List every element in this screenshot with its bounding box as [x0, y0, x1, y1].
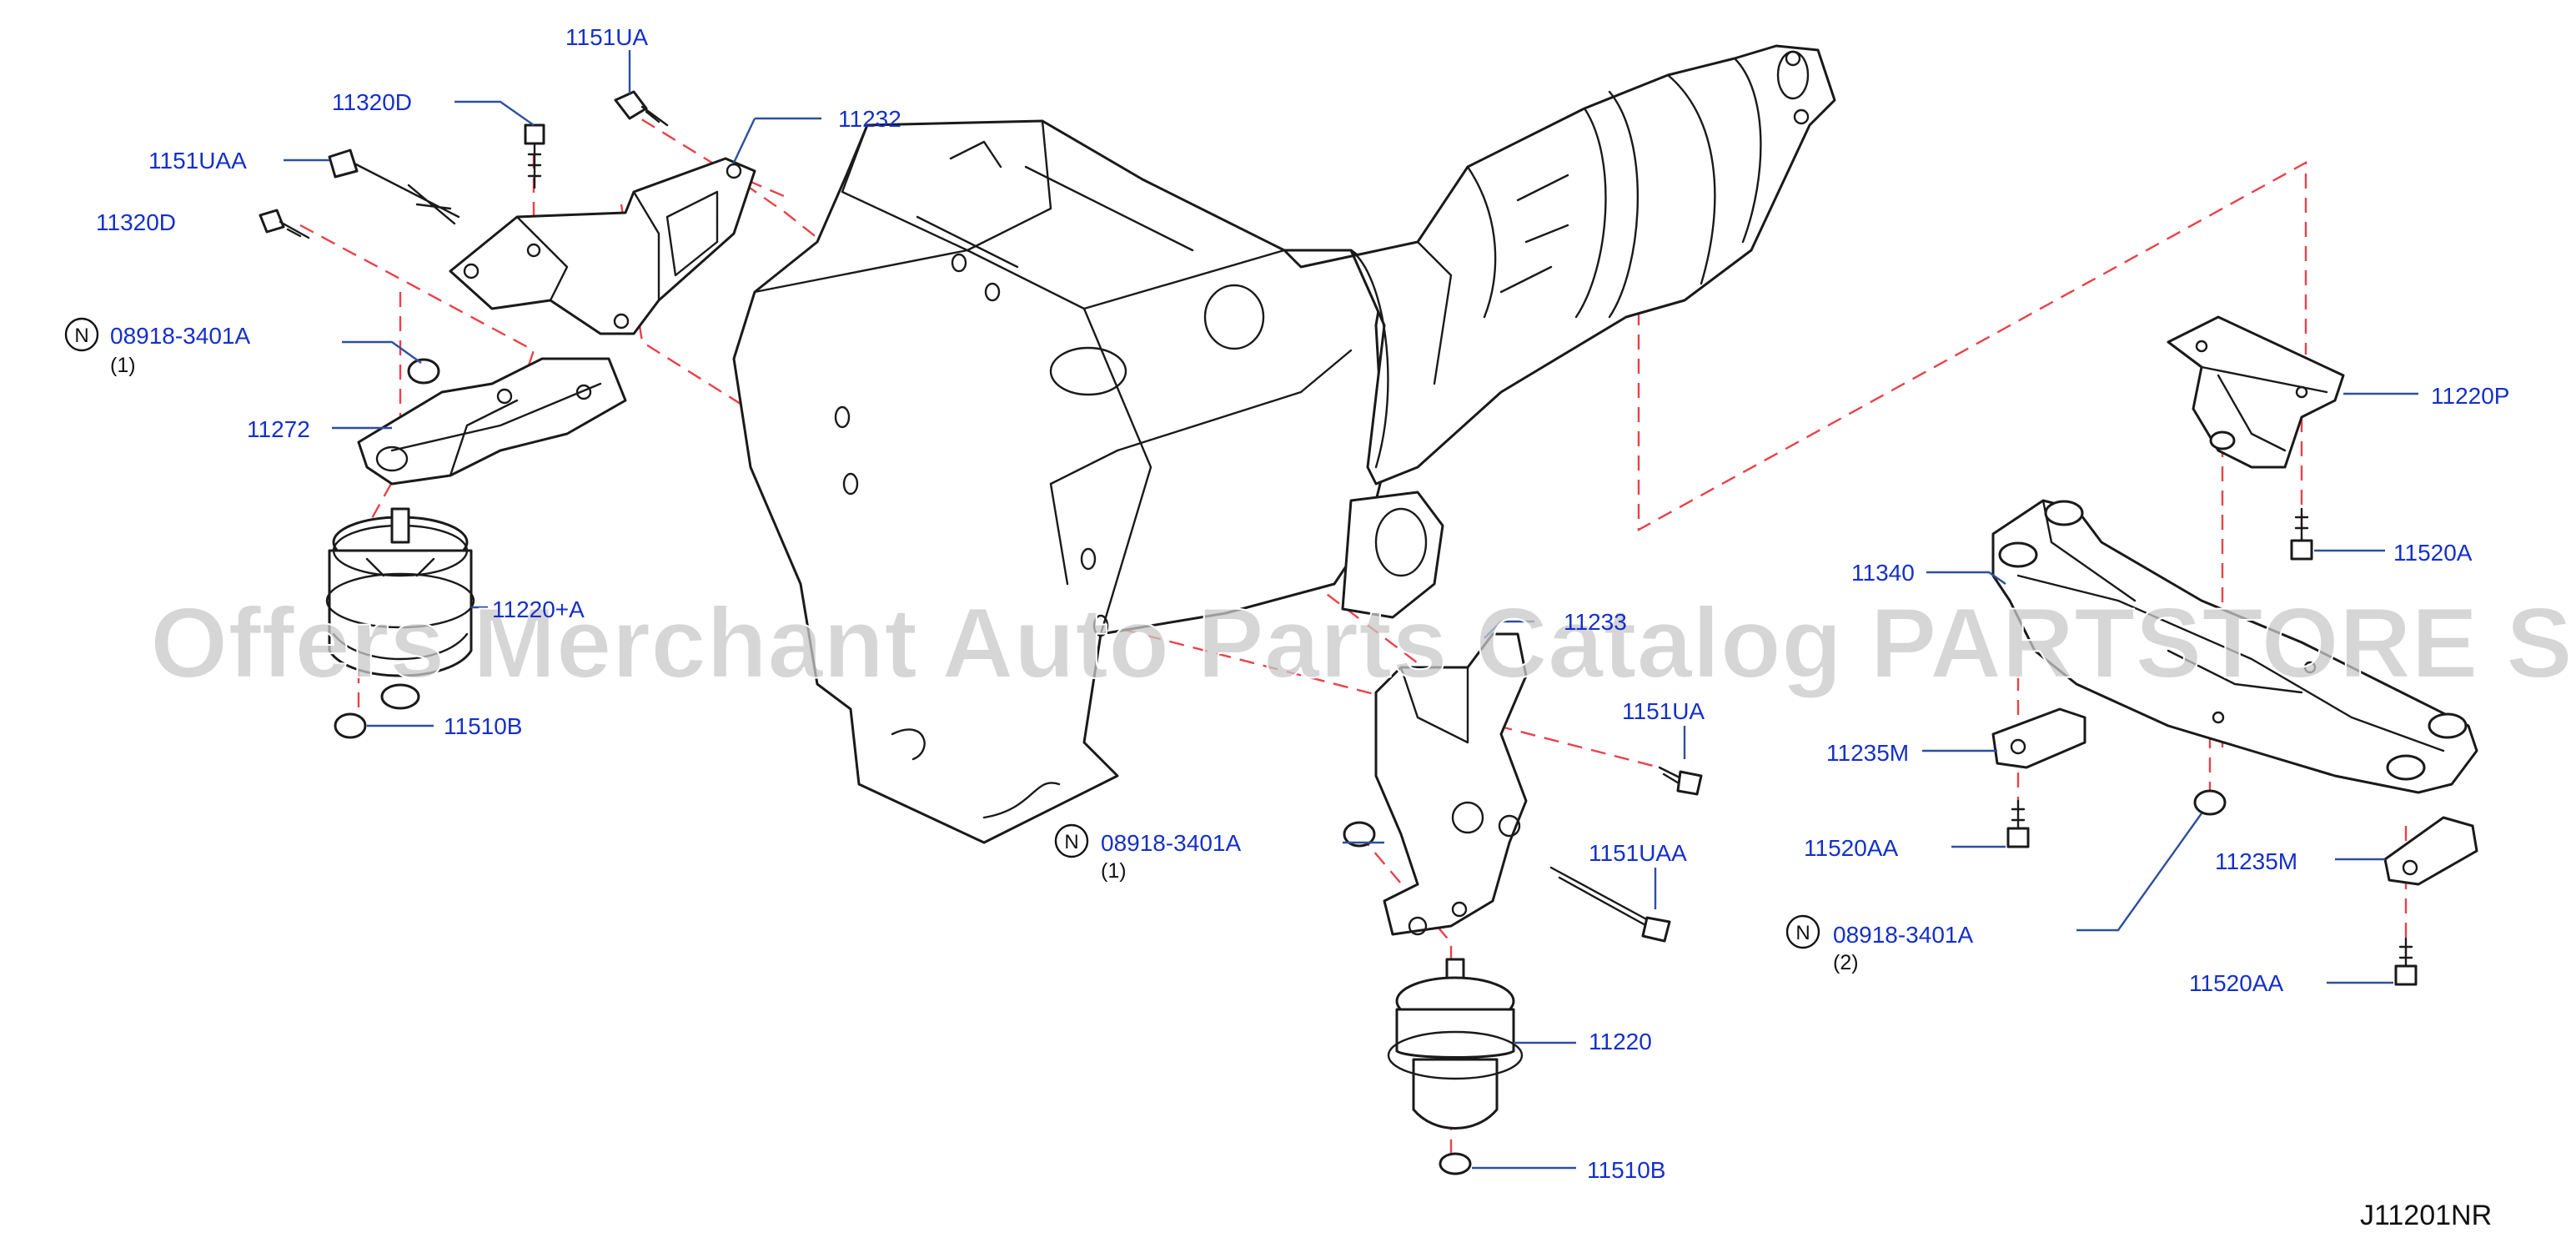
- qty-08918-center: (1): [1101, 859, 1127, 883]
- mount-11220p: [2167, 315, 2345, 469]
- bolt-1151uaa-top-icon: [328, 148, 460, 225]
- bracket-11232: [449, 157, 756, 335]
- note-08918-left: N 08918-3401A (1): [64, 317, 250, 377]
- note-n-icon: [64, 317, 99, 352]
- bolt-11520aa-left-icon: [2006, 799, 2030, 848]
- nut-left-icon: [407, 358, 440, 385]
- watermark: Offers Merchant Auto Parts Catalog PARTS…: [150, 587, 2576, 699]
- note-n-icon: [1054, 823, 1089, 858]
- plates-11235m: [1991, 707, 2478, 886]
- label-11235m-left[interactable]: 11235M: [1826, 740, 1909, 766]
- label-08918-right[interactable]: 08918-3401A: [1833, 922, 1973, 948]
- engine-block: [732, 119, 1444, 844]
- bolt-11320d-mid-icon: [259, 209, 310, 239]
- label-11520aa-right[interactable]: 11520AA: [2189, 970, 2283, 996]
- bracket-11233: [1374, 632, 1528, 936]
- label-11520aa-left[interactable]: 11520AA: [1804, 835, 1898, 861]
- nut-11510b-left-icon: [334, 712, 367, 739]
- qty-08918-left: (1): [110, 354, 136, 377]
- label-1151uaa-top[interactable]: 1151UAA: [148, 148, 247, 174]
- label-11272[interactable]: 11272: [247, 416, 310, 442]
- bolt-1151ua-right-icon: [1658, 766, 1703, 796]
- label-11520a[interactable]: 11520A: [2393, 540, 2473, 566]
- bolt-11520a-icon: [2290, 507, 2313, 561]
- qty-08918-right: (2): [1833, 951, 1859, 974]
- label-11232[interactable]: 11232: [838, 106, 901, 132]
- note-08918-right: N 08918-3401A (2): [1785, 914, 1973, 974]
- crossmember-11340: [1991, 499, 2478, 794]
- label-11340[interactable]: 11340: [1851, 560, 1915, 586]
- note-symbol: N: [1064, 831, 1078, 853]
- label-1151ua-right[interactable]: 1151UA: [1622, 698, 1705, 724]
- label-08918-left[interactable]: 08918-3401A: [110, 323, 250, 349]
- bolt-11320d-top-icon: [524, 123, 545, 189]
- note-08918-center: N 08918-3401A (1): [1054, 823, 1241, 883]
- label-11320d-top[interactable]: 11320D: [332, 89, 412, 115]
- leader-lines: [284, 50, 2418, 1170]
- bolt-1151ua-top-icon: [614, 90, 669, 127]
- label-11220[interactable]: 11220: [1589, 1029, 1652, 1054]
- bracket-11272: [357, 357, 627, 486]
- transmission: [1283, 44, 1836, 486]
- nut-right-icon: [2193, 789, 2227, 816]
- label-11220a[interactable]: 11220+A: [492, 596, 585, 622]
- label-11510b-bottom[interactable]: 11510B: [1587, 1157, 1665, 1183]
- label-1151ua-top[interactable]: 1151UA: [565, 24, 648, 50]
- label-11510b-left[interactable]: 11510B: [444, 713, 522, 739]
- label-08918-center[interactable]: 08918-3401A: [1101, 830, 1241, 856]
- nut-center-icon: [1343, 821, 1376, 848]
- note-n-icon: [1785, 914, 1820, 949]
- diagram-code: J11201NR: [2360, 1200, 2492, 1231]
- bolt-11520aa-right-icon: [2394, 937, 2418, 986]
- bolt-1151uaa-right-icon: [1549, 866, 1671, 943]
- engine-mount-11220a: [325, 507, 475, 710]
- label-1151uaa-right[interactable]: 1151UAA: [1589, 840, 1687, 866]
- fasteners: [259, 90, 2418, 986]
- label-11233[interactable]: 11233: [1564, 609, 1627, 635]
- label-11220p[interactable]: 11220P: [2431, 383, 2509, 409]
- part-labels: 1151UA 11320D 11232 1151UAA 11320D N 089…: [64, 24, 2509, 1183]
- label-11235m-right[interactable]: 11235M: [2215, 848, 2297, 874]
- label-11320d-mid[interactable]: 11320D: [96, 209, 176, 235]
- note-symbol: N: [1795, 922, 1810, 944]
- engine-mount-11220: [1387, 958, 1524, 1175]
- note-symbol: N: [74, 325, 88, 347]
